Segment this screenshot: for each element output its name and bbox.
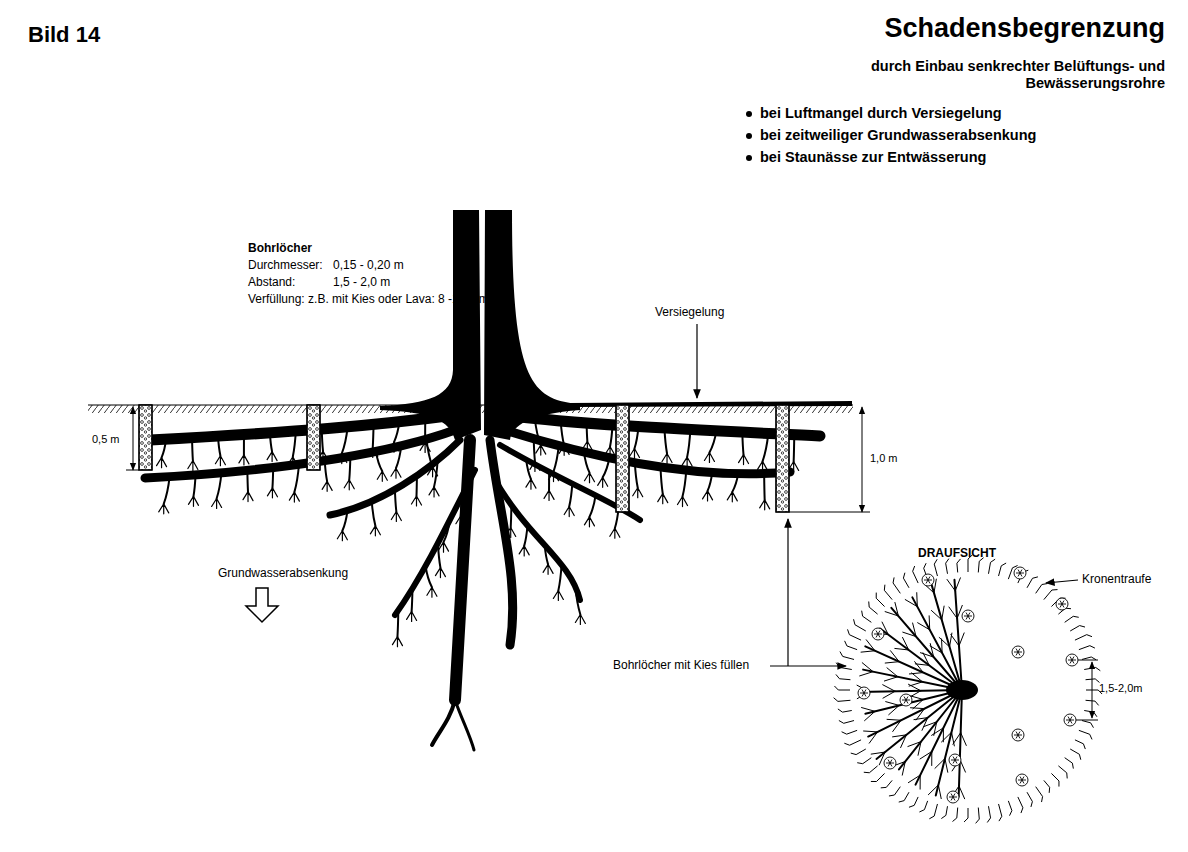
- borehole-heading: Bohrlöcher: [248, 241, 312, 255]
- bullet-text: bei zeitweiliger Grundwasserabsenkung: [760, 127, 1036, 144]
- boreholes: [139, 405, 789, 512]
- dimension-label: 1,5-2,0m: [1099, 682, 1142, 695]
- dimension-lines: [126, 407, 1098, 720]
- figure-number: Bild 14: [28, 22, 100, 48]
- tree-trunk: [380, 210, 580, 440]
- groundwater-arrow: [246, 588, 278, 622]
- sealing-layer: [570, 401, 852, 407]
- groundwater-label: Grundwasserabsenkung: [218, 566, 348, 580]
- view-heading: DRAUFSICHT: [918, 546, 996, 560]
- callout-label: Bohrlöcher mit Kies füllen: [613, 658, 749, 672]
- pointer-arrows: [697, 324, 1078, 666]
- subtitle: durch Einbau senkrechter Belüftungs- und…: [805, 58, 1165, 93]
- dimension-label: 0,5 m: [92, 433, 120, 446]
- top-view: [834, 555, 1102, 823]
- sealing-label: Versiegelung: [655, 305, 724, 319]
- dimension-label: 1,0 m: [870, 452, 898, 465]
- bullet-text: bei Luftmangel durch Versiegelung: [760, 105, 1002, 122]
- bullet-text: bei Staunässe zur Entwässerung: [760, 149, 986, 166]
- diagram-title: Schadensbegrenzung: [884, 12, 1165, 44]
- spec-label: Durchmesser:: [248, 258, 323, 272]
- drip-line-label: Kronentraufe: [1082, 572, 1151, 586]
- spec-value: 1,5 - 2,0 m: [333, 275, 390, 289]
- root-system: [145, 415, 820, 750]
- fine-rootlets: [157, 418, 799, 646]
- spec-value: 0,15 - 0,20 m: [333, 258, 404, 272]
- spec-note: Verfüllung: z.B. mit Kies oder Lava: 8 -…: [248, 292, 489, 306]
- bullet-dots: [746, 111, 752, 161]
- spec-label: Abstand:: [248, 275, 295, 289]
